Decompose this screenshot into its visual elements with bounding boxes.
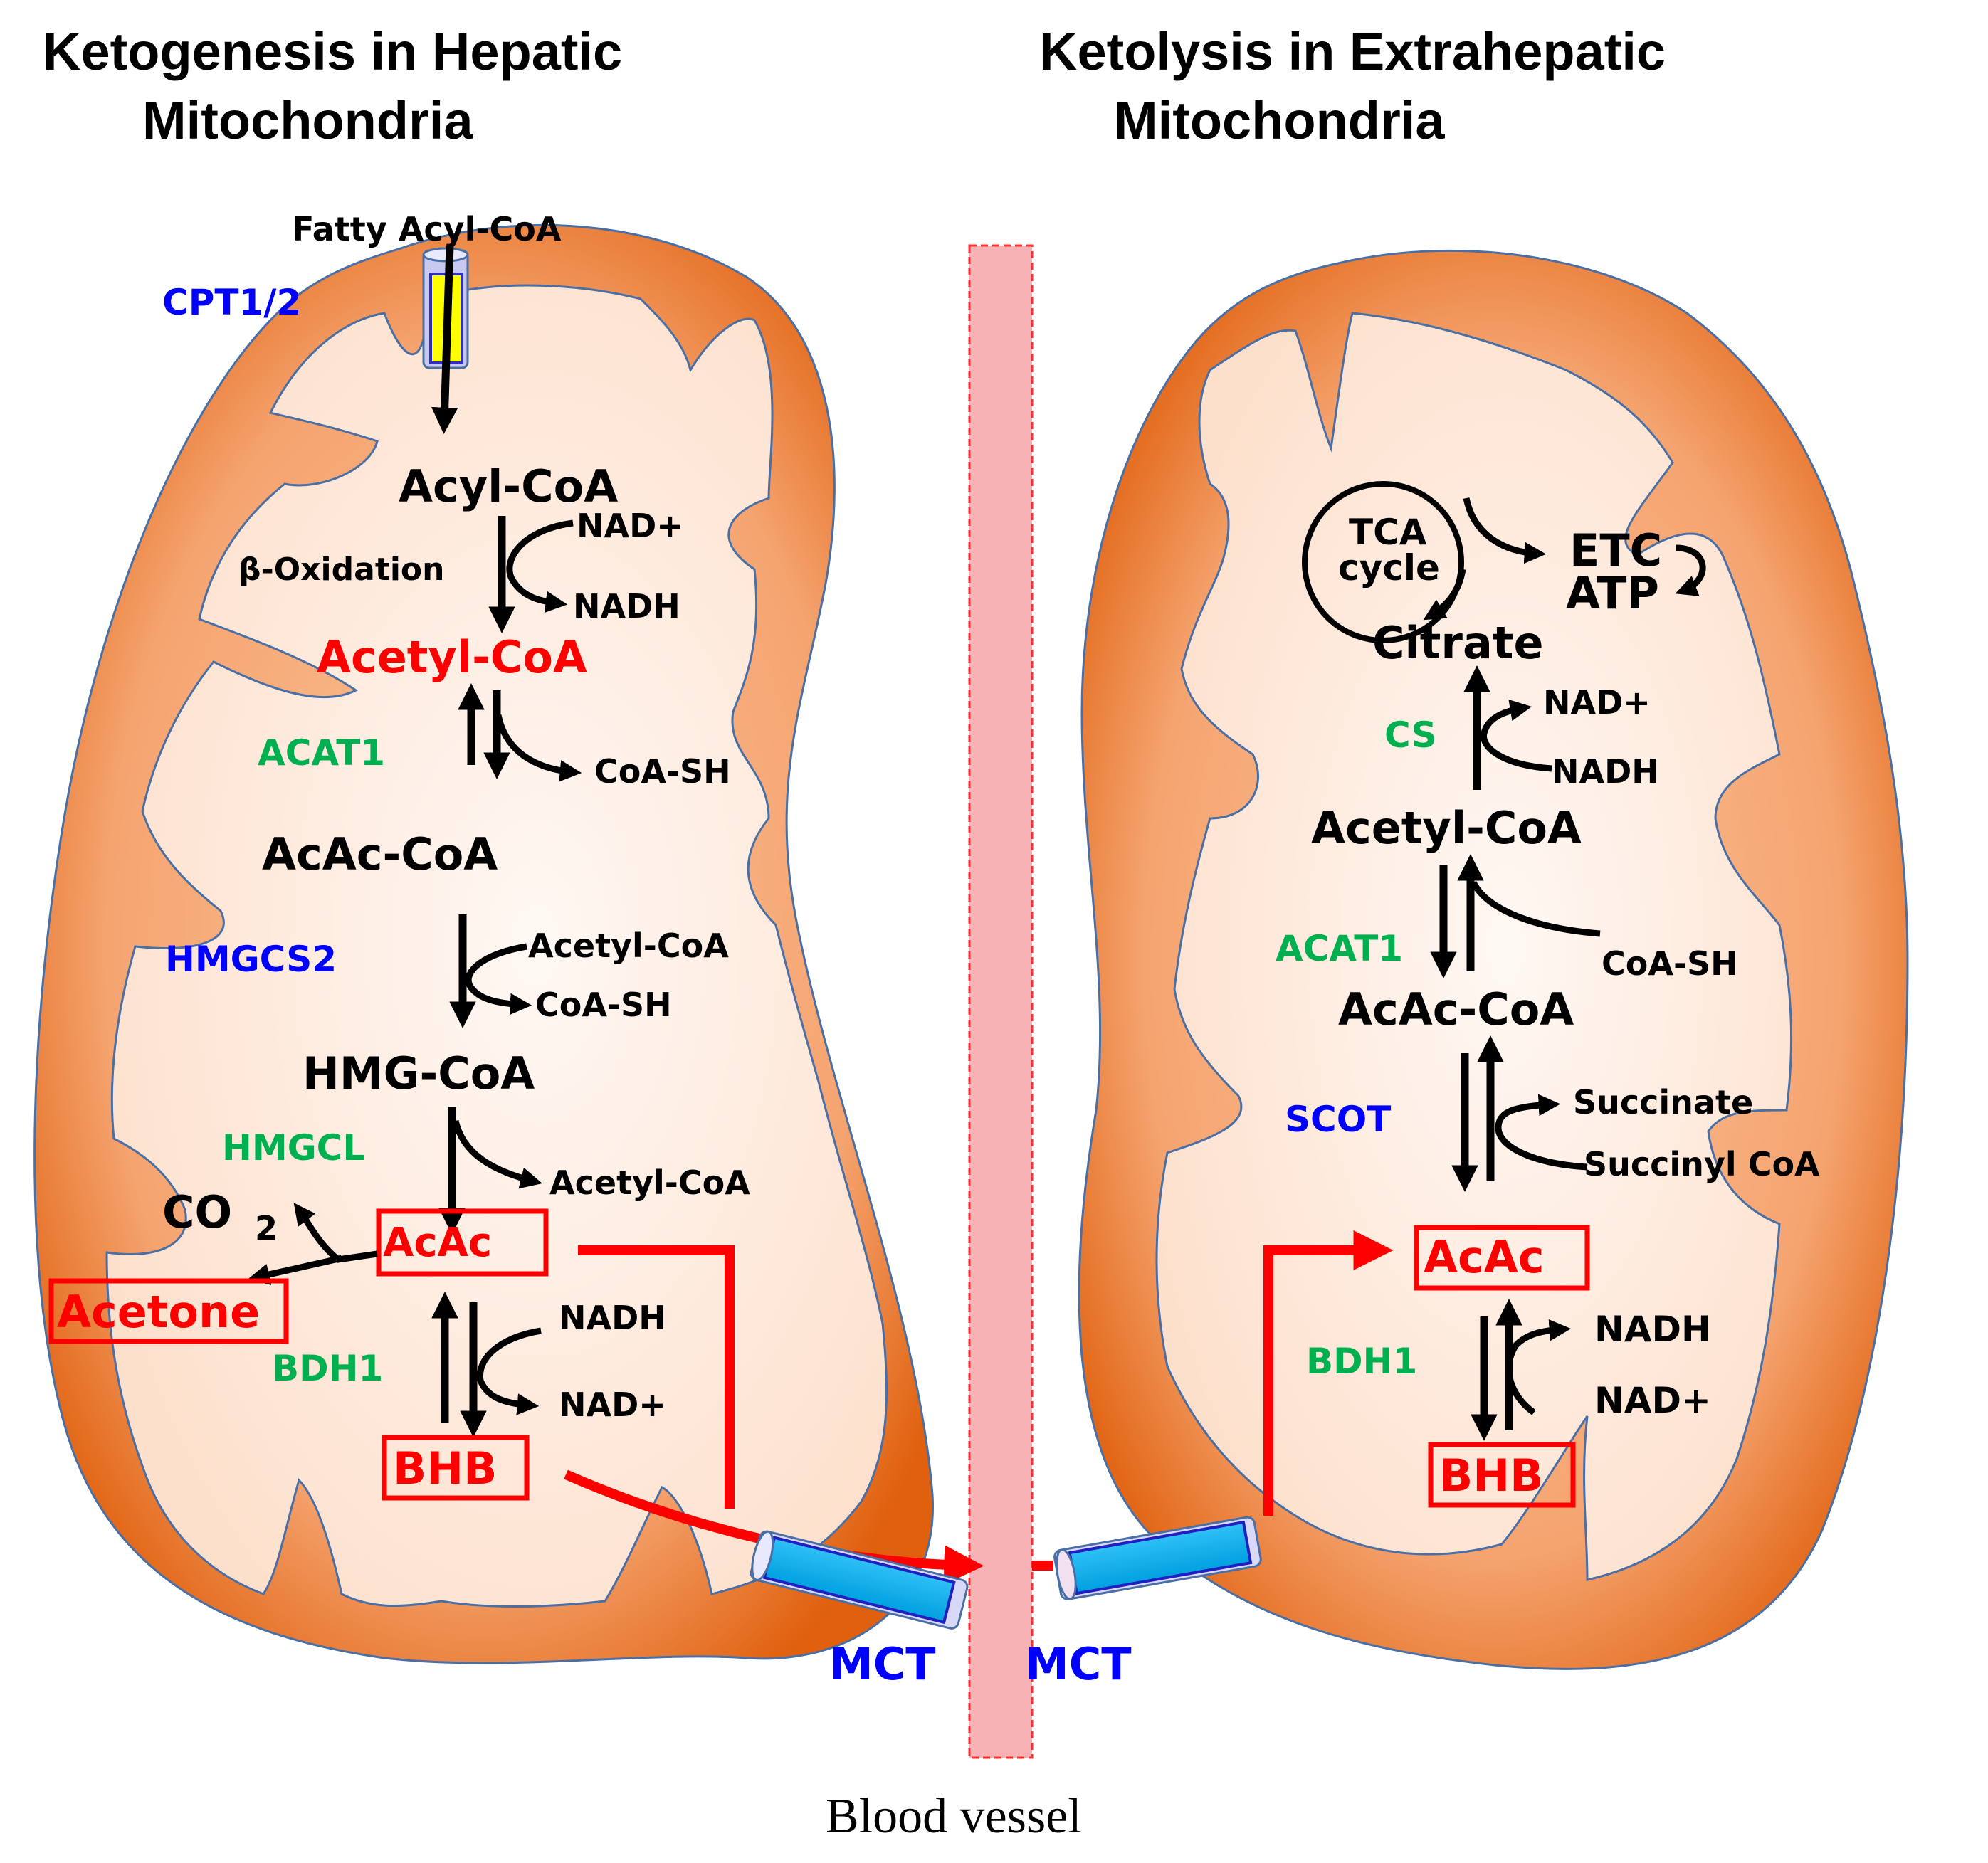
acetone-label: Acetone (57, 1286, 260, 1338)
arrow-nad-nadh-1 (506, 519, 574, 613)
acac-box-hepatic-outline (376, 1208, 549, 1277)
acac-coa-label-extra: AcAc-CoA (1338, 983, 1574, 1035)
arrow-nadh-nad-hepatic (476, 1327, 542, 1415)
arrow-acetone (248, 1255, 342, 1285)
mct-label-left: MCT (829, 1638, 936, 1690)
nad-plus-label-1: NAD+ (577, 507, 684, 545)
acac-box-extra (1414, 1225, 1590, 1291)
acat1-label-extra: ACAT1 (1276, 928, 1403, 969)
bhb-label-extra: BHB (1439, 1450, 1543, 1502)
coa-sh-label-2: CoA-SH (535, 986, 672, 1024)
tca-cycle-circle (1302, 481, 1464, 643)
right-title-line1: Ketolysis in Extrahepatic (1039, 22, 1666, 81)
nadh-label-2-hepatic: NADH (559, 1299, 666, 1337)
blood-vessel (968, 244, 1034, 1759)
arrow-etc-to-atp (1675, 544, 1706, 596)
bdh1-label-extra: BDH1 (1306, 1341, 1417, 1382)
arrow-acetyl-coa-coa-sh (465, 943, 532, 1015)
arrow-succinyl-succinate (1495, 1094, 1588, 1171)
acetone-box (48, 1278, 289, 1344)
bhb-box-extra (1428, 1442, 1576, 1508)
right-title-line2: Mitochondria (1114, 91, 1445, 150)
bhb-box-hepatic (382, 1435, 530, 1501)
cs-label: CS (1384, 714, 1437, 756)
nad-plus-label-2-hepatic: NAD+ (559, 1386, 666, 1424)
arrow-nadh-nad-cs (1481, 699, 1552, 772)
hmgcs2-label: HMGCS2 (165, 939, 337, 980)
acetyl-coa-in-label: Acetyl-CoA (528, 927, 729, 965)
co2-subscript: 2 (255, 1209, 278, 1247)
acetyl-coa-label-hepatic: Acetyl-CoA (317, 631, 587, 683)
succinyl-coa-label: Succinyl CoA (1584, 1145, 1820, 1183)
blood-vessel-label: Blood vessel (826, 1789, 1082, 1844)
bhb-export-arrow (564, 1469, 984, 1585)
atp-label: ATP (1566, 567, 1659, 619)
coa-sh-label-1: CoA-SH (594, 752, 731, 791)
succinate-label: Succinate (1573, 1083, 1753, 1122)
mct-transporter-left (750, 1530, 969, 1630)
tca-label-line2: cycle (1338, 547, 1440, 589)
arrow-nad-nadh-extra (1505, 1319, 1572, 1415)
acat1-label-hepatic: ACAT1 (258, 732, 385, 774)
arrow-tca-to-etc (1463, 497, 1547, 564)
citrate-label: Citrate (1372, 617, 1544, 669)
left-title-line1: Ketogenesis in Hepatic (43, 22, 622, 81)
mct-transporter-right (1053, 1516, 1262, 1600)
scot-label: SCOT (1285, 1099, 1391, 1140)
tca-label-line1: TCA (1349, 512, 1427, 553)
etc-label: ETC (1569, 524, 1662, 576)
hmg-coa-label: HMG-CoA (303, 1047, 535, 1099)
nadh-label-1-extra: NADH (1552, 752, 1659, 791)
nad-plus-label-1-extra: NAD+ (1543, 683, 1651, 722)
left-mitochondrion (33, 223, 935, 1664)
acac-coa-label-hepatic: AcAc-CoA (262, 828, 498, 880)
acac-import-arrow (1263, 1230, 1394, 1516)
arrow-tca-to-citrate (1423, 569, 1466, 621)
hmgcl-label: HMGCL (222, 1127, 365, 1168)
beta-oxidation-label: β-Oxidation (238, 551, 444, 588)
mct-label-right: MCT (1025, 1638, 1132, 1690)
arrow-coa-sh-1 (495, 714, 582, 782)
co2-label: CO (162, 1186, 232, 1238)
nadh-label-1: NADH (573, 587, 680, 626)
acac-label-extra: AcAc (1424, 1231, 1544, 1283)
arrow-acetyl-coa-out (452, 1119, 542, 1189)
nad-plus-label-2-extra: NAD+ (1594, 1380, 1711, 1421)
fatty-acyl-coa-label: Fatty Acyl-CoA (292, 210, 562, 248)
bhb-label-hepatic: BHB (393, 1442, 497, 1494)
arrow-coa-sh-extra (1470, 880, 1601, 937)
acac-label-hepatic: AcAc (383, 1220, 492, 1266)
acetyl-coa-out-label: Acetyl-CoA (549, 1163, 750, 1202)
cpt-label: CPT1/2 (162, 282, 301, 323)
bdh1-label-hepatic: BDH1 (272, 1348, 383, 1389)
right-mitochondrion (1078, 249, 1909, 1670)
coa-sh-label-extra: CoA-SH (1602, 944, 1738, 983)
acac-export-line (578, 1245, 735, 1509)
acetyl-coa-label-extra: Acetyl-CoA (1311, 802, 1582, 854)
acyl-coa-label: Acyl-CoA (399, 460, 618, 512)
nadh-label-2-extra: NADH (1594, 1309, 1711, 1350)
arrow-cpt-in (431, 245, 458, 434)
left-title-line2: Mitochondria (142, 91, 473, 150)
